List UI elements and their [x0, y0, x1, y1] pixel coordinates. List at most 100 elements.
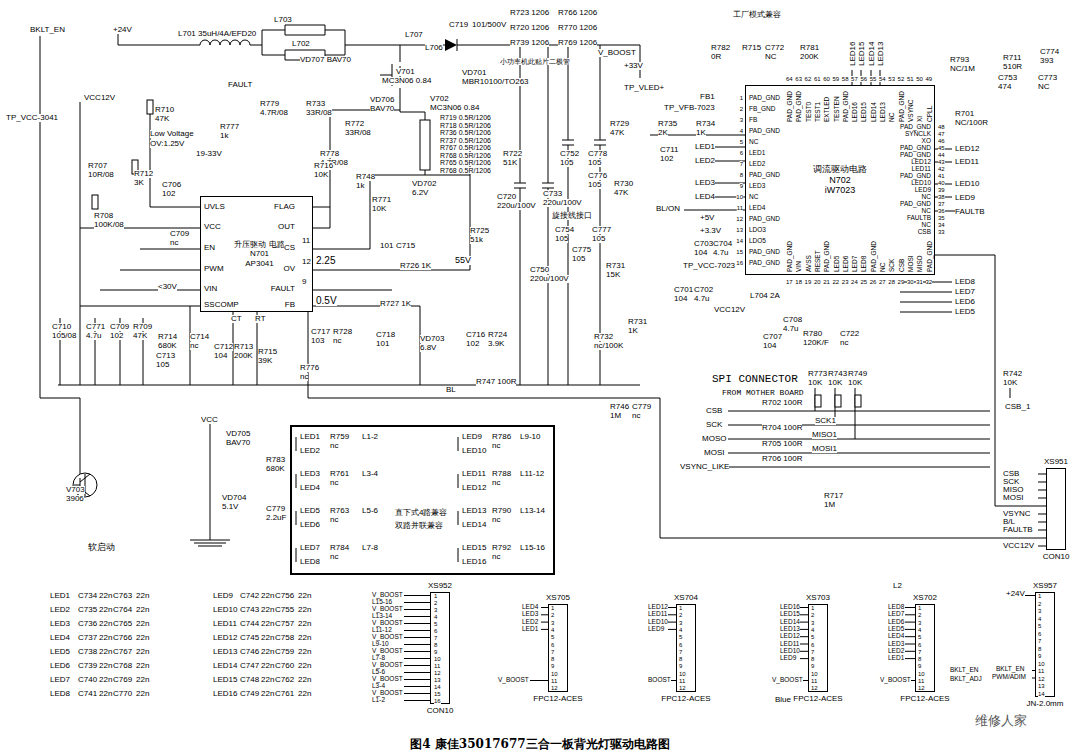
block-title: AP3041 — [245, 259, 273, 268]
schematic-label: LED5 — [300, 507, 320, 515]
schematic-label: 3.9K — [488, 340, 504, 348]
schematic-label: 55 — [870, 76, 877, 82]
schematic-label: 小功率机此贴片二极管 — [500, 58, 570, 65]
schematic-label: R727 1K — [380, 300, 411, 308]
pin-wire — [404, 616, 430, 617]
schematic-label: LED13 — [880, 102, 887, 122]
schematic-label: 3 — [1038, 608, 1041, 614]
ic-chip-box: 升压驱动 电路N701AP3041 — [200, 196, 313, 312]
schematic-label: PAD_GND — [787, 91, 794, 122]
pin-wire — [905, 636, 915, 637]
schematic-label: FB1 — [700, 93, 715, 101]
schematic-label: C777 — [592, 226, 611, 234]
schematic-label: R705 100R — [762, 440, 802, 448]
schematic-label: MISO1 — [812, 431, 837, 439]
schematic-label: R763 — [330, 507, 349, 515]
schematic-label: 10K — [828, 379, 842, 387]
schematic-label: V_BOOST — [372, 606, 403, 613]
schematic-label: C736 — [78, 620, 97, 628]
schematic-label: nc — [190, 342, 198, 350]
schematic-label: 2 — [811, 612, 814, 618]
schematic-label: VSYNC_LIKE — [680, 463, 729, 471]
schematic-label: 102 — [162, 190, 175, 198]
schematic-label: XI — [917, 116, 924, 122]
schematic-label: LED15 — [861, 102, 868, 122]
schematic-label: L3-4 — [362, 470, 378, 478]
pin-wire — [404, 665, 430, 666]
schematic-label: LED2 — [888, 648, 904, 655]
pin-wire — [668, 614, 676, 615]
schematic-label: 1 — [1038, 593, 1041, 599]
schematic-label: 22n — [136, 620, 149, 628]
schematic-label: R732 — [594, 333, 613, 341]
schematic-label: CT — [231, 315, 242, 323]
schematic-label: R730 — [614, 180, 633, 188]
pin-wire — [1038, 482, 1046, 483]
schematic-label: C720 — [497, 193, 516, 201]
schematic-label: LED11 — [912, 166, 931, 173]
schematic-label: 23 — [842, 279, 849, 285]
schematic-label: LED5 — [834, 256, 841, 272]
schematic-label: R767 0.5R/1206 — [440, 144, 491, 151]
schematic-label: 57 — [851, 76, 858, 82]
schematic-label: PAD_GND — [749, 172, 780, 179]
schematic-label: 8 — [679, 656, 682, 662]
schematic-label: SCK — [889, 259, 896, 272]
schematic-label: RT — [255, 315, 266, 323]
schematic-label: C714 — [190, 333, 209, 341]
schematic-label: LED4 — [522, 604, 538, 611]
schematic-label: 9 — [434, 649, 437, 655]
schematic-label: R715 — [258, 348, 277, 356]
schematic-label: L5-6 — [362, 507, 378, 515]
schematic-label: PAD_GND — [749, 260, 780, 267]
schematic-label: 16 — [434, 698, 441, 704]
wire — [58, 385, 640, 386]
pin-wire — [404, 630, 430, 631]
schematic-label: C706 — [162, 181, 181, 189]
schematic-label: C738 — [78, 648, 97, 656]
schematic-label: LED12 — [648, 604, 668, 611]
schematic-label: FB — [285, 301, 295, 309]
pin-wire — [404, 658, 430, 659]
schematic-label: 5 — [918, 634, 921, 640]
schematic-label: 4 — [1038, 616, 1041, 622]
schematic-label: R788 — [492, 470, 511, 478]
block-title: iW7023 — [825, 185, 856, 195]
schematic-label: 1 — [918, 605, 921, 611]
schematic-label: R792 — [492, 544, 511, 552]
schematic-label: C701 — [674, 286, 693, 294]
schematic-label: LED14 — [462, 521, 486, 529]
schematic-label: MISO — [917, 255, 924, 272]
schematic-label: LED7 — [852, 256, 859, 272]
connector-name: XS951 — [1044, 458, 1068, 466]
schematic-label: 58 — [842, 76, 849, 82]
schematic-label: SCK1 — [815, 417, 836, 425]
schematic-label: 12 — [736, 216, 743, 222]
schematic-label: LED12 — [911, 159, 931, 166]
connector-name: CON10 — [1043, 553, 1070, 561]
schematic-label: PWM — [204, 265, 224, 273]
schematic-label: LED11 — [648, 611, 667, 618]
schematic-label: 104 — [694, 249, 707, 257]
schematic-label: 200K — [800, 53, 819, 61]
schematic-label: PAD_GND — [900, 124, 931, 131]
schematic-label: 10K — [848, 379, 862, 387]
schematic-label: R759 — [330, 433, 349, 441]
schematic-label: C761 — [275, 690, 294, 698]
schematic-label: LED9 — [213, 592, 233, 600]
schematic-label: L15-16 — [372, 599, 392, 606]
schematic-label: MOSI1 — [812, 445, 837, 453]
schematic-label: 1k — [220, 132, 228, 140]
schematic-label: MOSO — [702, 435, 726, 443]
pin-wire — [1038, 522, 1046, 523]
schematic-label: LED10 — [462, 447, 486, 455]
schematic-label: FAULTB — [907, 215, 931, 222]
schematic-label: OUT — [278, 223, 295, 231]
schematic-label: 22n — [136, 634, 149, 642]
schematic-label: 22n — [261, 606, 274, 614]
schematic-label: R776 — [300, 364, 319, 372]
schematic-label: 4.7u — [713, 249, 729, 257]
schematic-label: 14 — [434, 684, 441, 690]
schematic-label: 2 — [679, 612, 682, 618]
schematic-label: R766 1206 — [558, 9, 597, 17]
